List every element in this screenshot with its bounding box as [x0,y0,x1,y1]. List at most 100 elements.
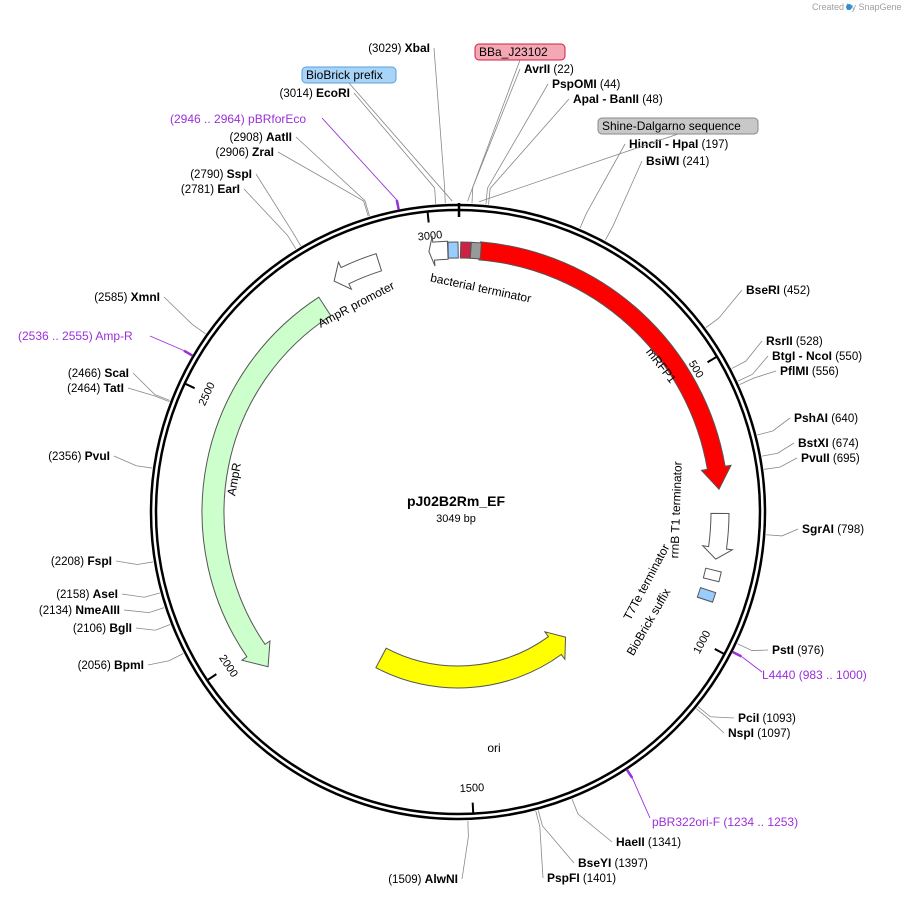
site-label: (2134) NmeAIII [39,603,120,617]
site-leader-line [127,387,170,402]
site-label: (2466) ScaI [68,366,129,380]
feature-mrfp1 [478,241,732,491]
feature-ampr-promoter [333,253,383,291]
site-leader-line [766,528,799,537]
feature-arrow [375,630,567,689]
primer-marker [183,349,194,357]
site-leader-line [123,607,165,614]
feature-arrow [701,512,734,560]
badge-leader-line [479,133,679,203]
feature-ori [375,630,567,689]
site-leader-line [737,643,769,651]
tick-mark [183,382,196,390]
primer-leader-line [741,656,763,673]
site-label: BseRI (452) [746,283,810,297]
badge-box [474,43,566,61]
site-leader-line [697,706,735,719]
tick-label: 2500 [197,380,218,407]
site-leader-line [471,68,521,204]
feature-t7te-terminator [702,567,722,583]
site-leader-line [132,372,170,401]
site-label: BsiWI (241) [646,154,710,168]
site-leader-line [579,143,626,229]
badge-leader-line [467,59,521,202]
site-leader-line [571,799,613,843]
badge-biobrick-prefix: BioBrick prefix [301,66,453,202]
plasmid-center-label: pJ02B2Rm_EF 3049 bp [407,493,505,525]
primer-leader-line [321,117,398,201]
primer-marker [731,650,742,658]
plasmid-backbone [149,203,767,821]
feature-arrow [333,253,383,291]
feature-label: bacterial terminator [429,271,532,306]
primer-leader-line [631,777,651,819]
site-leader-line [115,560,154,565]
tick-mark [714,648,726,656]
feature-bacterial-terminator [428,236,449,267]
site-label: PvuII (695) [801,451,860,465]
site-leader-line [135,624,171,631]
site-label: (2056) BpmI [78,658,144,672]
tick-mark [426,210,430,223]
site-label: (2906) ZraI [216,145,274,159]
badge-bba-j23102: BBa_J23102 [467,43,566,202]
site-label: (3014) EcoRI [280,86,350,100]
tick-label: 1000 [691,629,713,656]
feature-rrnb-t1-terminator [701,512,734,560]
feature-block [469,241,482,260]
site-label: RsrII (528) [766,334,823,348]
site-leader-line [731,340,763,369]
site-leader-line [121,592,160,598]
feature-block [447,241,459,259]
site-label: (1509) AlwNI [388,872,458,886]
site-leader-line [604,160,643,241]
site-label: SgrAI (798) [802,522,864,536]
site-leader-line [739,370,777,385]
site-label: HaeII (1341) [616,835,681,849]
tick-mark [707,355,719,364]
feature-arrow [428,236,449,267]
feature-block [696,587,717,603]
badge-text: BBa_J23102 [479,45,548,59]
site-label: (3029) XbaI [368,41,430,55]
site-leader-line [243,188,297,250]
primer-label: (2536 .. 2555) Amp-R [18,329,133,343]
feature-biobrick-suffix [696,587,717,603]
tick-label: 3000 [417,229,443,243]
feature-label: AmpR [224,461,244,497]
site-label: (2356) PvuI [48,449,110,463]
site-leader-line [705,289,743,328]
site-label: NspI (1097) [728,726,791,740]
feature-block [459,241,472,259]
site-label: PciI (1093) [738,711,796,725]
tick-mark [471,802,475,815]
site-label: (2585) XmnI [94,290,160,304]
feature-label: AmpR promoter [315,278,396,330]
site-label: BstXI (674) [798,436,859,450]
site-label: PspOMI (44) [552,77,620,91]
feature-bba-j23102 [459,241,472,259]
site-leader-line [353,92,437,204]
site-label: (2790) SspI [190,167,252,181]
site-label: (2158) AseI [56,587,118,601]
site-label: BtgI - NcoI (550) [772,349,862,363]
feature-biobrick-prefix [447,241,459,259]
restriction-sites: AvrII (22)PspOMI (44)ApaI - BanII (48)Hi… [39,41,864,886]
site-label: (2464) TatI [67,381,124,395]
feature-label: ori [487,741,500,755]
site-label: (2106) BglI [73,621,132,635]
site-leader-line [485,83,549,205]
tick-mark [205,673,217,682]
primer-label: L4440 (983 .. 1000) [762,668,867,682]
site-label: PstI (976) [772,643,824,657]
site-label: HincII - HpaI (197) [629,137,729,151]
feature-label: rrnB T1 terminator [667,461,684,559]
primer-label: (2946 .. 2964) pBRforEco [170,112,306,126]
site-leader-line [277,151,369,217]
badge-text: BioBrick prefix [306,68,383,82]
site-label: (2208) FspI [51,554,112,568]
site-leader-line [461,820,469,880]
feature-ampr [201,296,332,668]
